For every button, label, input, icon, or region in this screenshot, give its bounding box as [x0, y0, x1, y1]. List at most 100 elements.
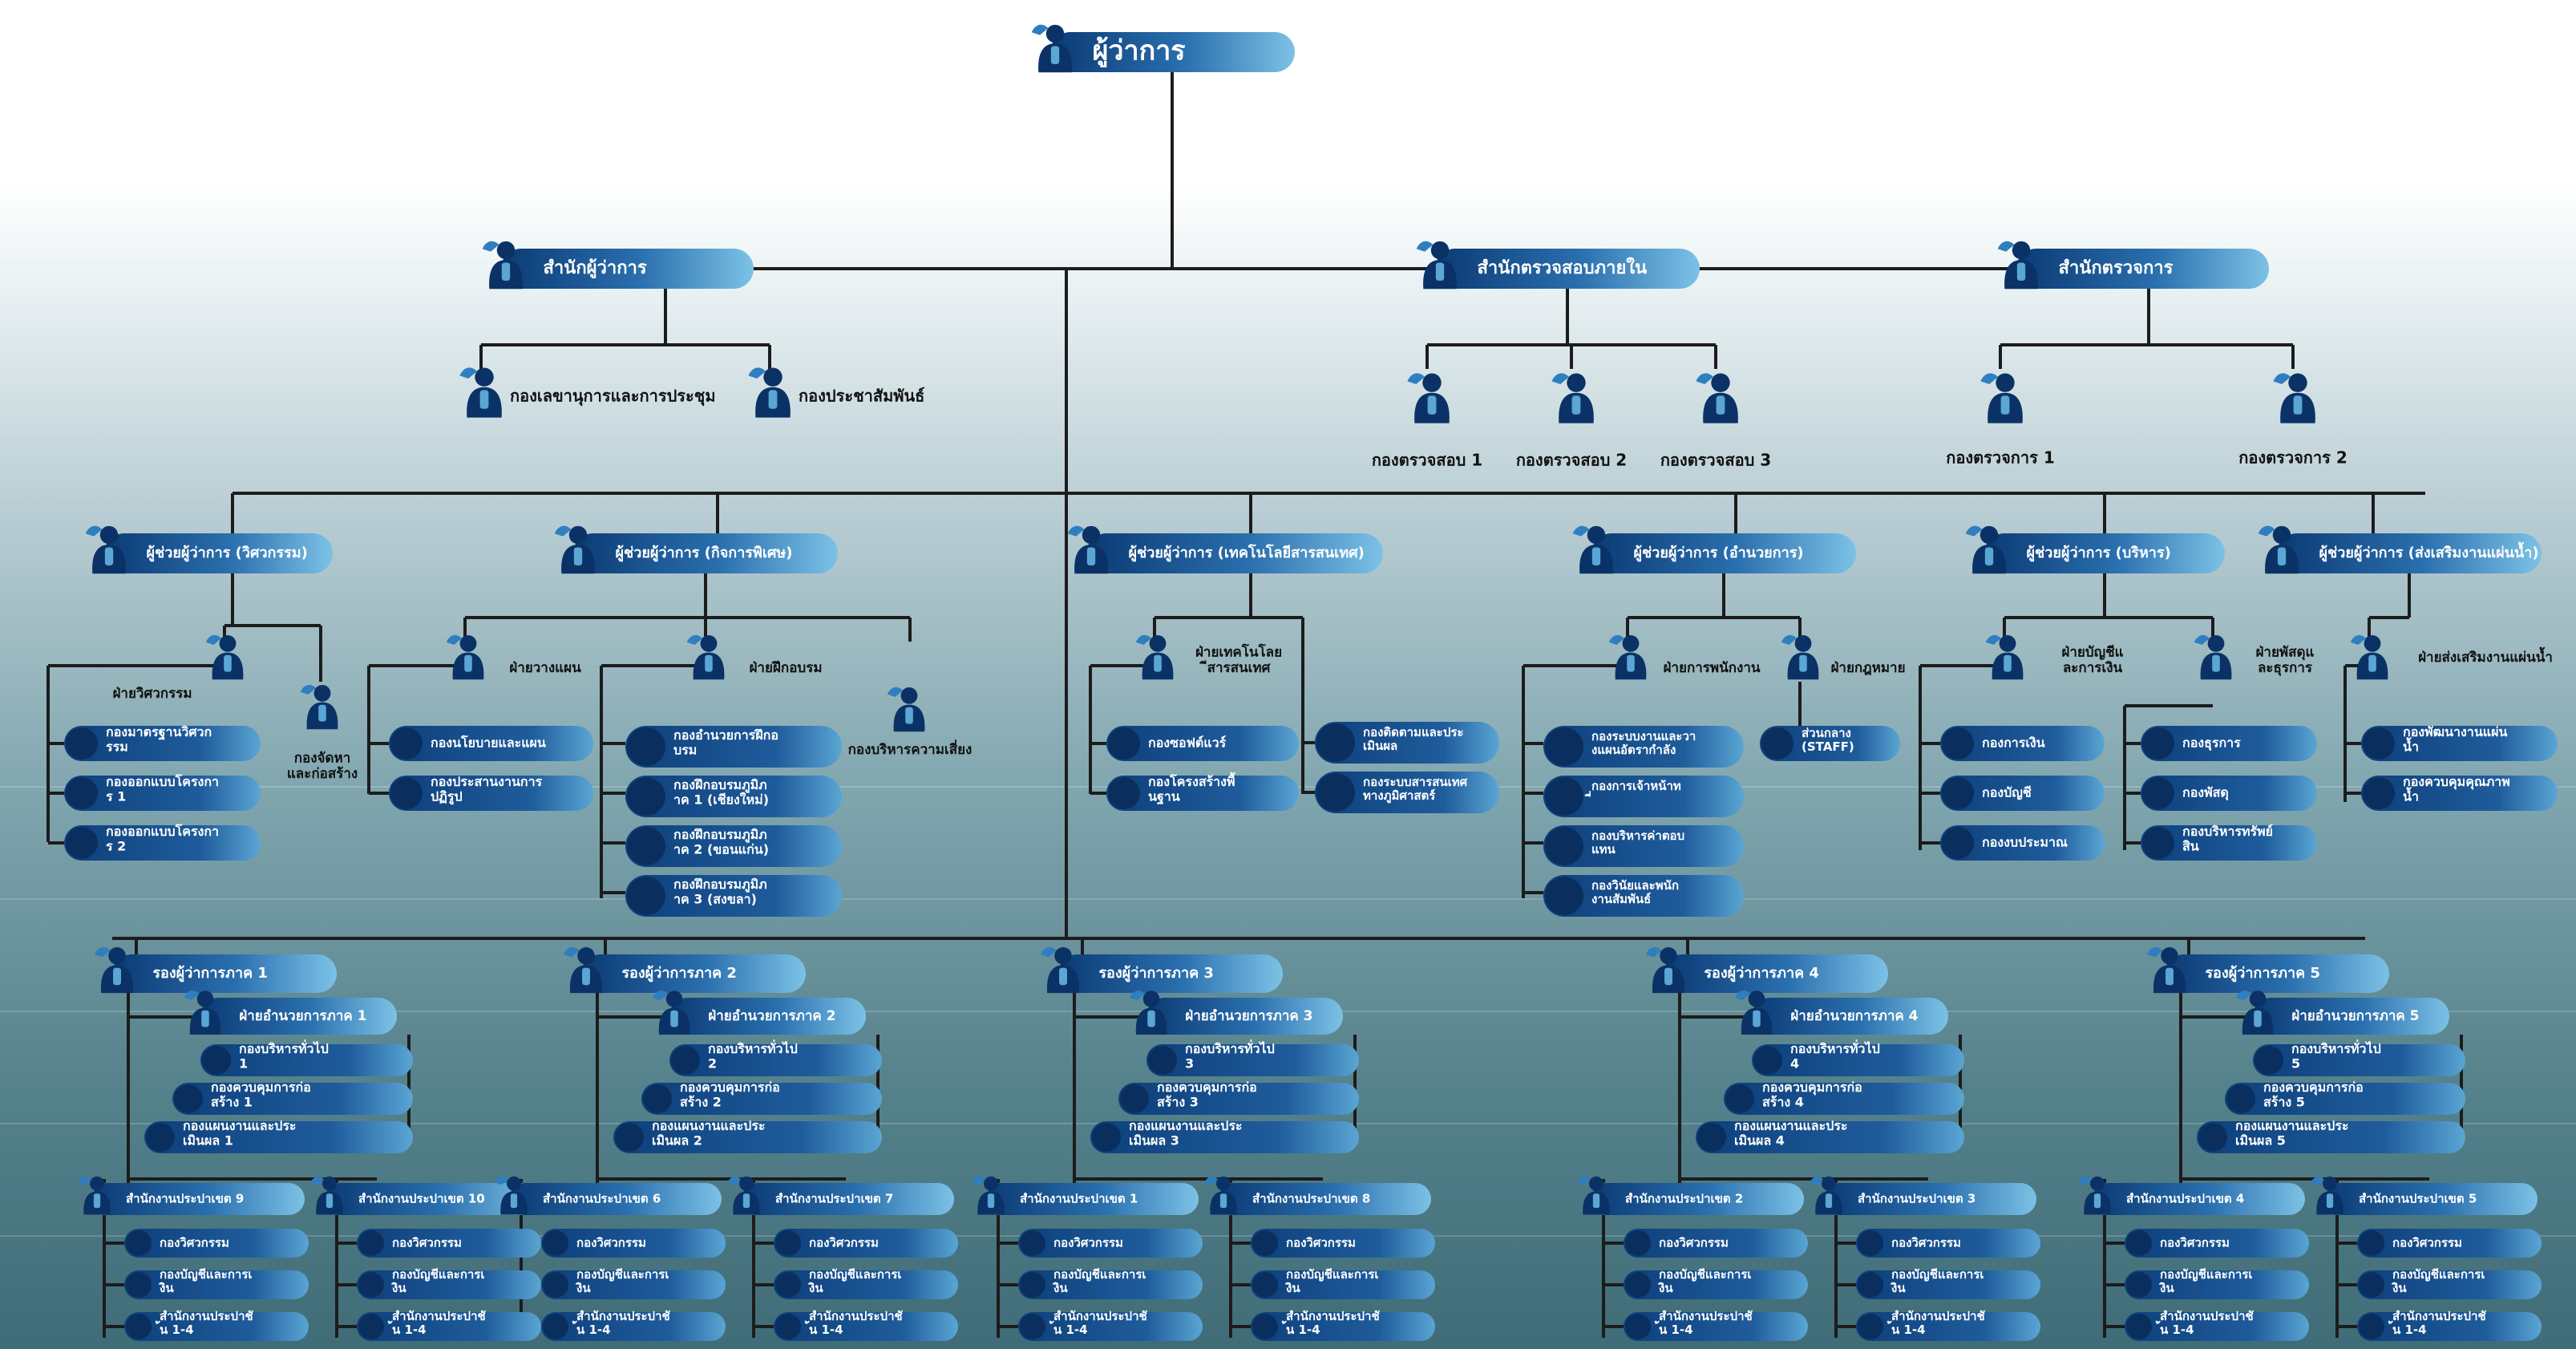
department-box[interactable]: กองออกแบบโครงการ 2 — [64, 823, 261, 861]
regional-division-node[interactable]: ฝ่ายอำนวยการภาค 5 — [2253, 998, 2449, 1035]
department-box[interactable]: กองฝึกอบรมภูมิภาค 2 (ขอนแก่น) — [625, 825, 842, 867]
office-department-box[interactable]: สำนักงานประปาชั้น 1-4 — [1624, 1309, 1808, 1341]
office-department-box[interactable]: กองบัญชีและการเงิน — [124, 1267, 309, 1299]
department-box[interactable]: กองระบบงานและวางแผนอัตรากำลัง — [1543, 726, 1744, 768]
department-box[interactable]: กองควบคุมคุณภาพน้ำ — [2361, 774, 2558, 811]
district-office-node[interactable]: สำนักงานประปาเขต 10 — [325, 1183, 537, 1215]
department-box[interactable]: กองระบบสารสนเทศทางภูมิศาสตร์ — [1315, 772, 1499, 813]
assistant-governor-node[interactable]: ผู้ช่วยผู้ว่าการ (อำนวยการ) — [1591, 533, 1856, 573]
assistant-governor-node[interactable]: ผู้ช่วยผู้ว่าการ (เทคโนโลยีสารสนเทศ) — [1086, 533, 1383, 573]
regional-department-box[interactable]: กองแผนงานและประเมินผล 1 — [144, 1118, 413, 1153]
office-department-box[interactable]: กองบัญชีและการเงิน — [774, 1267, 958, 1299]
regional-department-box[interactable]: กองแผนงานและประเมินผล 3 — [1090, 1118, 1359, 1153]
office-governor[interactable]: สำนักผู้ว่าการ — [501, 249, 754, 289]
department-box[interactable]: กองบริหารค่าตอบแทน — [1543, 825, 1744, 867]
office-department-box[interactable]: กองวิศวกรรม — [357, 1229, 541, 1258]
office-department-box[interactable]: กองบัญชีและการเงิน — [1251, 1267, 1435, 1299]
regional-deputy-node[interactable]: รองผู้ว่าการภาค 3 — [1058, 954, 1283, 993]
office-department-box[interactable]: กองบัญชีและการเงิน — [541, 1267, 726, 1299]
office-department-box[interactable]: กองวิศวกรรม — [2357, 1229, 2542, 1258]
department-box[interactable]: กองอำนวยการฝึกอบรม — [625, 726, 842, 768]
regional-department-box[interactable]: กองควบคุมการก่อสร้าง 3 — [1118, 1080, 1359, 1115]
regional-department-box[interactable]: กองแผนงานและประเมินผล 2 — [613, 1118, 882, 1153]
district-office-node[interactable]: สำนักงานประปาเขต 5 — [2325, 1183, 2538, 1215]
office-department-box[interactable]: สำนักงานประปาชั้น 1-4 — [2357, 1309, 2542, 1341]
regional-deputy-node[interactable]: รองผู้ว่าการภาค 5 — [2165, 954, 2389, 993]
department-box[interactable]: กองนโยบายและแผน — [389, 726, 593, 761]
office-department-box[interactable]: กองบัญชีและการเงิน — [1856, 1267, 2040, 1299]
office-department-box[interactable]: กองวิศวกรรม — [541, 1229, 726, 1258]
regional-department-box[interactable]: กองควบคุมการก่อสร้าง 1 — [172, 1080, 413, 1115]
department-box[interactable]: กองซอฟต์แวร์ — [1106, 726, 1299, 761]
office-department-box[interactable]: สำนักงานประปาชั้น 1-4 — [1018, 1309, 1203, 1341]
office-department-box[interactable]: กองวิศวกรรม — [1856, 1229, 2040, 1258]
office-department-box[interactable]: กองวิศวกรรม — [1251, 1229, 1435, 1258]
district-office-node[interactable]: สำนักงานประปาเขต 8 — [1219, 1183, 1431, 1215]
department-box[interactable]: กองงบประมาณ — [1940, 825, 2105, 861]
district-office-node[interactable]: สำนักงานประปาเขต 2 — [1591, 1183, 1804, 1215]
regional-department-box[interactable]: กองควบคุมการก่อสร้าง 2 — [641, 1080, 882, 1115]
office-department-box[interactable]: กองบัญชีและการเงิน — [1018, 1267, 1203, 1299]
district-office-node[interactable]: สำนักงานประปาเขต 1 — [986, 1183, 1199, 1215]
assistant-governor-node[interactable]: ผู้ช่วยผู้ว่าการ (ส่งเสริมงานแผ่นน้ำ) — [2277, 533, 2542, 573]
department-box[interactable]: กองการเจ้าหน้าที่ — [1543, 776, 1744, 817]
assistant-governor-node[interactable]: ผู้ช่วยผู้ว่าการ (กิจการพิเศษ) — [573, 533, 838, 573]
office-department-box[interactable]: สำนักงานประปาชั้น 1-4 — [774, 1309, 958, 1341]
office-department-box[interactable]: สำนักงานประปาชั้น 1-4 — [124, 1309, 309, 1341]
top-node-governor[interactable]: ผู้ว่าการ — [1050, 32, 1295, 72]
office-department-box[interactable]: กองวิศวกรรม — [124, 1229, 309, 1258]
office-department-box[interactable]: สำนักงานประปาชั้น 1-4 — [1856, 1309, 2040, 1341]
office-department-box[interactable]: กองบัญชีและการเงิน — [1624, 1267, 1808, 1299]
office-department-box[interactable]: สำนักงานประปาชั้น 1-4 — [1251, 1309, 1435, 1341]
district-office-node[interactable]: สำนักงานประปาเขต 3 — [1824, 1183, 2036, 1215]
regional-deputy-node[interactable]: รองผู้ว่าการภาค 4 — [1664, 954, 1888, 993]
regional-division-node[interactable]: ฝ่ายอำนวยการภาค 1 — [200, 998, 397, 1035]
office-department-box[interactable]: กองวิศวกรรม — [1624, 1229, 1808, 1258]
department-box[interactable]: กองพัฒนางานแผ่นน้ำ — [2361, 724, 2558, 761]
department-box[interactable]: กองพัสดุ — [2141, 776, 2317, 811]
office-department-box[interactable]: กองบัญชีและการเงิน — [2357, 1267, 2542, 1299]
inspection-office[interactable]: สำนักตรวจการ — [2016, 249, 2269, 289]
department-box[interactable]: กองบริหารทรัพย์สิน — [2141, 824, 2317, 861]
department-box[interactable]: กองฝึกอบรมภูมิภาค 1 (เชียงใหม่) — [625, 776, 842, 817]
office-department-box[interactable]: กองวิศวกรรม — [2125, 1229, 2309, 1258]
department-box[interactable]: กองการเงิน — [1940, 726, 2105, 761]
department-box[interactable]: กองธุรการ — [2141, 726, 2317, 761]
department-box[interactable]: กองมาตรฐานวิศวกรรม — [64, 724, 261, 761]
department-box[interactable]: กองออกแบบโครงการ 1 — [64, 773, 261, 811]
district-office-node[interactable]: สำนักงานประปาเขต 6 — [509, 1183, 722, 1215]
district-office-node[interactable]: สำนักงานประปาเขต 4 — [2093, 1183, 2305, 1215]
department-box[interactable]: กองประสานงานการปฏิรูป — [389, 774, 593, 811]
district-office-node[interactable]: สำนักงานประปาเขต 7 — [742, 1183, 954, 1215]
regional-department-box[interactable]: กองแผนงานและประเมินผล 5 — [2197, 1118, 2465, 1153]
office-department-box[interactable]: กองวิศวกรรม — [1018, 1229, 1203, 1258]
office-department-box[interactable]: กองบัญชีและการเงิน — [357, 1267, 541, 1299]
district-office-node[interactable]: สำนักงานประปาเขต 9 — [92, 1183, 305, 1215]
regional-department-box[interactable]: กองแผนงานและประเมินผล 4 — [1696, 1118, 1964, 1153]
office-department-box[interactable]: กองวิศวกรรม — [774, 1229, 958, 1258]
department-box[interactable]: กองฝึกอบรมภูมิภาค 3 (สงขลา) — [625, 875, 842, 917]
office-department-box[interactable]: กองบัญชีและการเงิน — [2125, 1267, 2309, 1299]
internal-audit-office[interactable]: สำนักตรวจสอบภายใน — [1435, 249, 1700, 289]
department-box[interactable]: กองวินัยและพนักงานสัมพันธ์ — [1543, 875, 1744, 917]
regional-division-node[interactable]: ฝ่ายอำนวยการภาค 4 — [1752, 998, 1948, 1035]
regional-department-box[interactable]: กองควบคุมการก่อสร้าง 5 — [2225, 1080, 2465, 1115]
department-box[interactable]: กองโครงสร้างพื้นฐาน — [1106, 772, 1299, 811]
assistant-governor-node[interactable]: ผู้ช่วยผู้ว่าการ (วิศวกรรม) — [104, 533, 333, 573]
office-department-box[interactable]: สำนักงานประปาชั้น 1-4 — [541, 1309, 726, 1341]
department-box[interactable]: ส่วนกลาง(STAFF) — [1760, 726, 1900, 761]
department-box[interactable]: กองติดตามและประเมินผล — [1315, 722, 1499, 764]
regional-division-node[interactable]: ฝ่ายอำนวยการภาค 3 — [1146, 998, 1343, 1035]
office-department-box[interactable]: สำนักงานประปาชั้น 1-4 — [357, 1309, 541, 1341]
regional-department-box[interactable]: กองควบคุมการก่อสร้าง 4 — [1724, 1080, 1964, 1115]
regional-deputy-node[interactable]: รองผู้ว่าการภาค 2 — [581, 954, 806, 993]
regional-division-node[interactable]: ฝ่ายอำนวยการภาค 2 — [669, 998, 866, 1035]
office-department-box[interactable]: สำนักงานประปาชั้น 1-4 — [2125, 1309, 2309, 1341]
regional-deputy-node[interactable]: รองผู้ว่าการภาค 1 — [112, 954, 337, 993]
assistant-governor-node[interactable]: ผู้ช่วยผู้ว่าการ (บริหาร) — [1984, 533, 2225, 573]
